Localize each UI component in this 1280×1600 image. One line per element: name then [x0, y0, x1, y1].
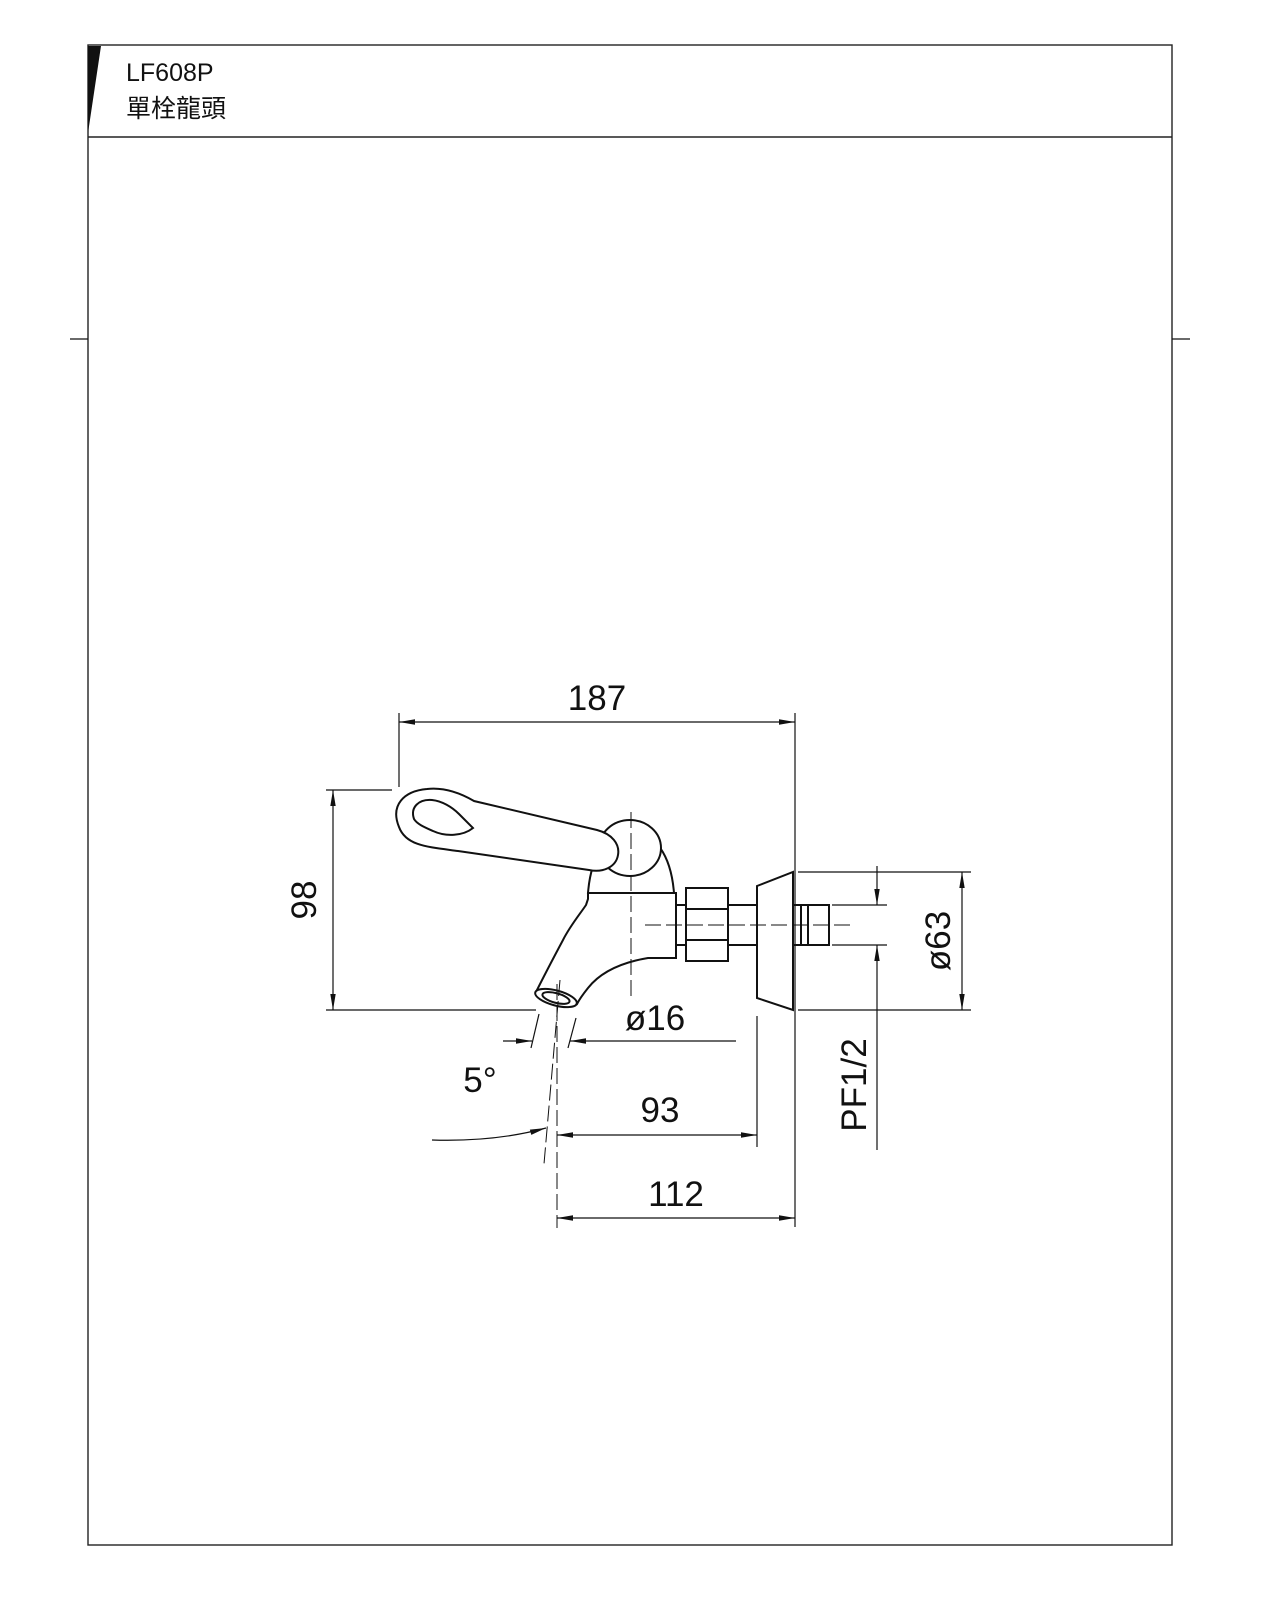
product-code: LF608P: [126, 59, 214, 87]
angle-leader-line: [431, 1127, 547, 1141]
wall-flange: [756, 870, 794, 1012]
centerline-outlet-tilted: [543, 979, 561, 1165]
dimension-187: 187: [398, 679, 795, 787]
dim-label-98: 98: [285, 881, 324, 920]
dim-label-63: ø63: [919, 911, 958, 971]
faucet-drawing: [395, 787, 853, 1228]
extension-line-16-left: [530, 1013, 540, 1049]
dim-label-112: 112: [648, 1175, 704, 1214]
dimension-98: 98: [285, 789, 536, 1011]
extension-line-16-right: [567, 1017, 577, 1049]
product-name: 單栓龍頭: [126, 95, 226, 123]
dim-label-187: 187: [568, 679, 626, 718]
dimension-spout-diameter: ø16: [503, 999, 736, 1049]
lever-hole: [412, 798, 475, 836]
corner-mark: [88, 46, 101, 133]
dimension-flange-diameter: ø63: [798, 871, 971, 1011]
spout-outlet: [534, 987, 578, 1009]
dimension-spout-angle: 5°: [431, 1061, 547, 1141]
dimension-112: 112: [557, 1175, 795, 1221]
dim-label-93: 93: [641, 1091, 680, 1130]
page-border: [87, 44, 1173, 1546]
dimension-thread: PF1/2: [832, 866, 887, 1150]
dim-label-16: ø16: [625, 999, 685, 1038]
dimension-93: 93: [557, 1016, 758, 1147]
dim-label-angle: 5°: [463, 1061, 496, 1100]
dim-label-thread: PF1/2: [835, 1038, 874, 1131]
lever-handle: [395, 787, 620, 872]
